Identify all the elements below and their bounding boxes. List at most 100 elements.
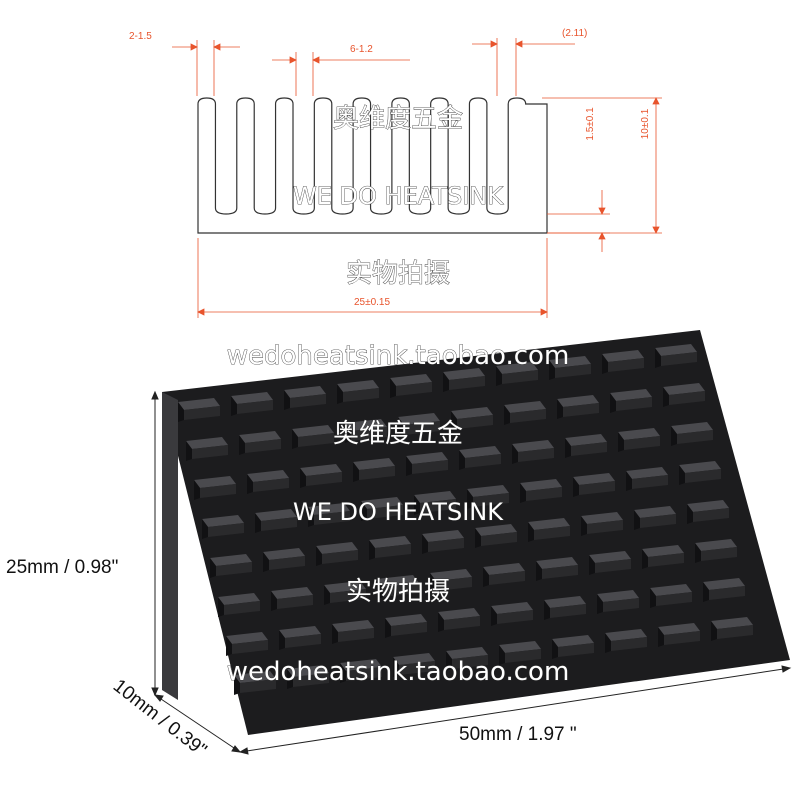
fin [385,614,427,638]
fin [345,419,387,443]
fin [655,344,697,368]
profile-drawing: 2-1.5 6-1.2 (2.11) [129,28,662,318]
fin [263,548,305,572]
fin [443,368,485,392]
watermark-slogan-top: WE DO HEATSINK [293,182,504,210]
fin [557,395,599,419]
fin [194,476,236,500]
fin [218,593,260,617]
watermark-slogan-mid: WE DO HEATSINK [293,498,504,526]
heatsink-render [162,330,790,735]
fin [512,440,554,464]
fin [300,464,342,488]
fin [186,437,228,461]
fin [544,596,586,620]
fin [552,635,594,659]
fin [398,413,440,437]
watermarks: 奥维度五金 WE DO HEATSINK 实物拍摄 wedoheatsink.t… [226,104,570,688]
fin [430,569,472,593]
fin [255,509,297,533]
fin [504,401,546,425]
watermark-company-top: 奥维度五金 [333,104,463,134]
fin [292,425,334,449]
fin [226,632,268,656]
fin [247,470,289,494]
dim-fin-gap [172,40,240,96]
fin [663,383,705,407]
fin [459,446,501,470]
watermark-company-mid: 奥维度五金 [333,419,463,449]
dim-width-label: 25±0.15 [354,297,391,308]
fin [231,392,273,416]
product-dimension-lines [151,390,792,755]
fin [178,398,220,422]
fin [393,653,435,677]
fin [284,386,326,410]
dim-fin-thickness-label: (2.11) [562,28,587,39]
fin [658,623,700,647]
fin [496,362,538,386]
fin [605,629,647,653]
fin [467,485,509,509]
fin [446,647,488,671]
fin [414,491,456,515]
fin [679,461,721,485]
fin [491,602,533,626]
fin [711,617,753,641]
fin [337,380,379,404]
fin [581,512,623,536]
fin [597,590,639,614]
fin [340,659,382,683]
depth-label: 10mm / 0.39" [109,675,210,761]
fin [369,536,411,560]
fin [234,671,276,695]
length-label: 50mm / 1.97 " [459,724,577,745]
watermark-url-bottom: wedoheatsink.taobao.com [227,657,570,687]
fin [353,458,395,482]
fin [573,473,615,497]
fin [332,620,374,644]
fin [390,374,432,398]
fin [642,545,684,569]
fin [210,554,252,578]
dim-height [542,97,662,234]
fin [483,563,525,587]
fin [308,503,350,527]
dim-fin-gap-label: 2-1.5 [129,31,152,42]
dim-height-label: 10±0.1 [640,108,651,139]
fin [451,407,493,431]
dim-fin-thickness [472,38,575,96]
fin [687,500,729,524]
watermark-photo-top: 实物拍摄 [346,259,450,289]
fin [626,467,668,491]
fin [703,578,745,602]
fin [316,542,358,566]
height-label: 25mm / 0.98" [6,557,118,578]
fin [695,539,737,563]
fin [671,422,713,446]
heatsink-side [162,392,178,700]
fin [589,551,631,575]
fin [618,428,660,452]
fin [528,518,570,542]
fin [271,587,313,611]
fin [438,608,480,632]
fin [602,350,644,374]
dim-pitch [272,52,410,96]
profile-outline [197,97,548,234]
dim-pitch-label: 6-1.2 [350,44,373,55]
fin [202,515,244,539]
fin [361,497,403,521]
watermark-photo-mid: 实物拍摄 [346,577,450,607]
dim-base-label: 1.5±0.1 [585,107,596,141]
fin [279,626,321,650]
fin [610,389,652,413]
dim-base [547,190,610,252]
dim-width [197,238,548,318]
fin [406,452,448,476]
fin [475,524,517,548]
fin [565,434,607,458]
fin [499,641,541,665]
